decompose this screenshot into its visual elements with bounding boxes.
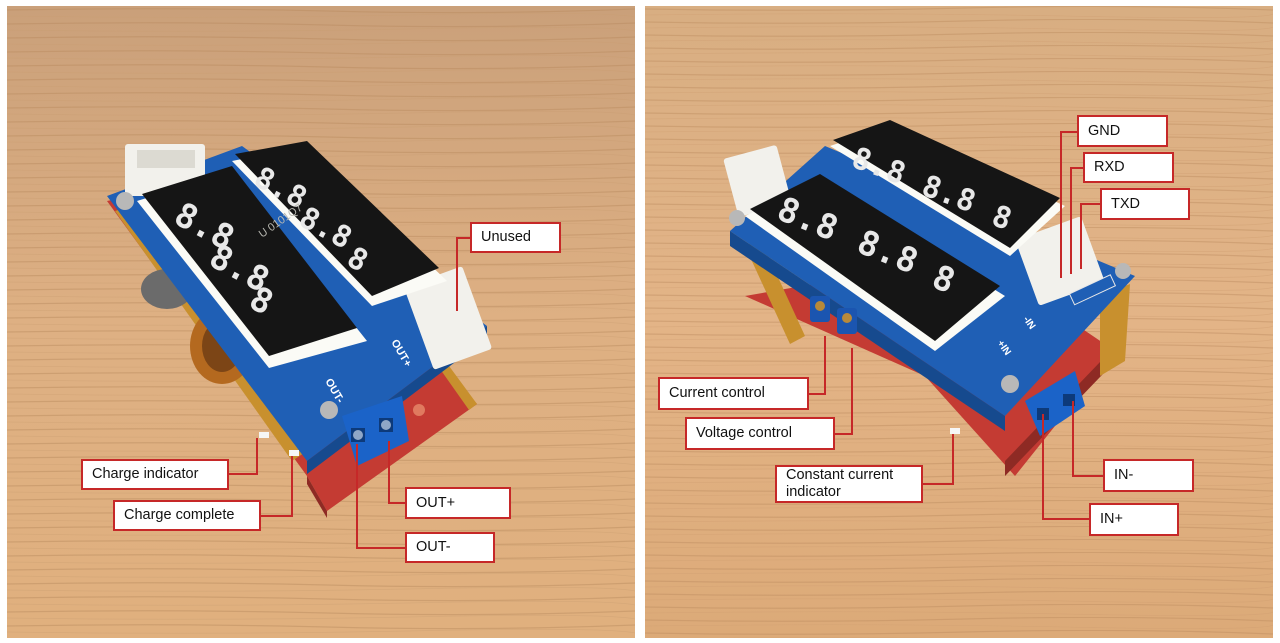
board-photo-right: 8.8 8.8 8 8.8 8.8 8 -IN +IN [645, 6, 1273, 638]
callout-charge-indicator: Charge indicator [81, 459, 229, 490]
board-photo-left: 8.8 8.8 8 8.8 8.8 8 U 0101Q7 OUT- OUT+ [7, 6, 635, 638]
display-back: 8.8 8.8 8 [830, 120, 1065, 256]
display-front: 8.8 8.8 8 [137, 166, 367, 368]
photo-panel-left: 8.8 8.8 8 8.8 8.8 8 U 0101Q7 OUT- OUT+ [7, 6, 635, 638]
screw-icon [1001, 375, 1019, 393]
constant-current-led [950, 428, 960, 434]
uart-header [1068, 274, 1117, 306]
screw-icon [729, 210, 745, 226]
callout-constant-current-indicator: Constant current indicator [775, 465, 923, 503]
photo-panel-right: 8.8 8.8 8 8.8 8.8 8 -IN +IN [645, 6, 1273, 638]
callout-out-minus: OUT- [405, 532, 495, 563]
charge-indicator-led [259, 432, 269, 438]
callout-in-minus: IN- [1103, 459, 1194, 492]
screw-icon [116, 192, 134, 210]
callout-txd: TXD [1100, 188, 1190, 220]
callout-charge-complete: Charge complete [113, 500, 261, 531]
screw-icon [1115, 263, 1131, 279]
callout-current-control: Current control [658, 377, 809, 410]
display-back: 8.8 8.8 8 [232, 141, 447, 306]
callout-gnd: GND [1077, 115, 1168, 147]
callout-out-plus: OUT+ [405, 487, 511, 519]
callout-in-plus: IN+ [1089, 503, 1179, 536]
callout-rxd: RXD [1083, 152, 1174, 183]
callout-unused: Unused [470, 222, 561, 253]
screw-icon [320, 401, 338, 419]
charge-complete-led [289, 450, 299, 456]
callout-voltage-control: Voltage control [685, 417, 835, 450]
display-front: 8.8 8.8 8 [745, 174, 1005, 351]
